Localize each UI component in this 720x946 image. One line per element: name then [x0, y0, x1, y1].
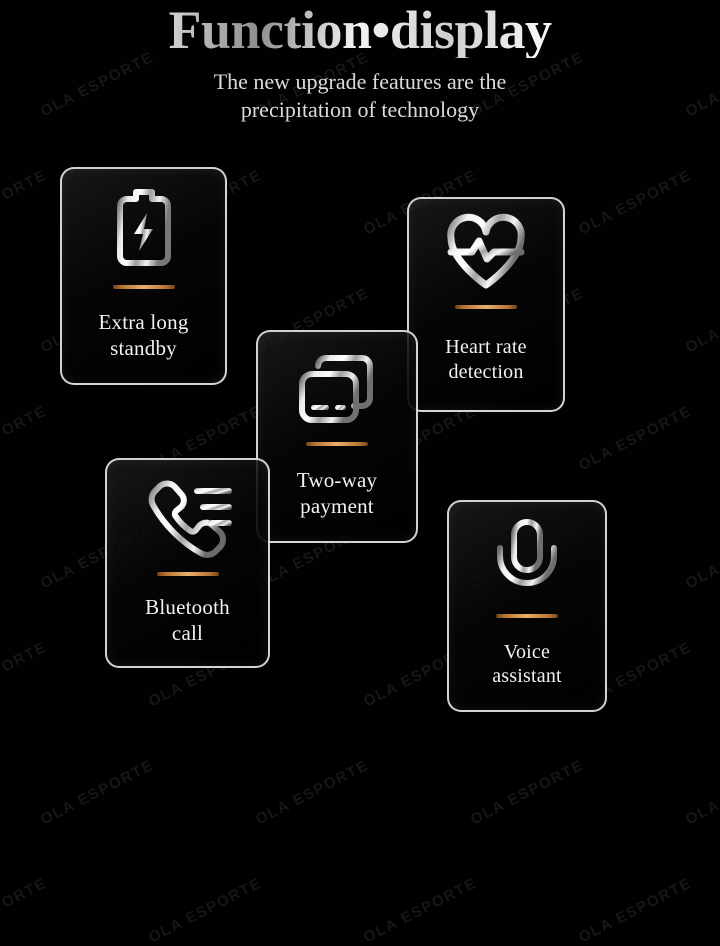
- watermark-text: OLA ESPORTE: [145, 874, 265, 946]
- page-subtitle: The new upgrade features are the precipi…: [0, 68, 720, 124]
- payment-label-line-2: payment: [300, 493, 374, 518]
- watermark-text: OLA ESPORTE: [682, 285, 720, 357]
- feature-card-standby[interactable]: Extra long standby: [60, 167, 227, 385]
- watermark-text: OLA ESPORTE: [682, 521, 720, 593]
- microphone-icon: [488, 502, 566, 602]
- feature-card-heart-rate-label: Heart rate detection: [439, 309, 532, 410]
- card-divider: [306, 442, 368, 446]
- feature-card-two-way-payment[interactable]: Two-way payment: [256, 330, 418, 543]
- feature-card-voice-assistant-label: Voice assistant: [486, 618, 568, 710]
- payment-label-line-1: Two-way: [296, 467, 378, 492]
- watermark-text: OLA ESPORTE: [575, 166, 695, 239]
- bluetooth-label-line-1: Bluetooth: [145, 595, 230, 620]
- watermark-text: OLA ESPORTE: [682, 757, 720, 829]
- watermark-text: OLA ESPORTE: [0, 402, 50, 475]
- watermark-text: OLA ESPORTE: [467, 756, 587, 829]
- voice-label-line-2: assistant: [492, 665, 562, 687]
- standby-label-line-2: standby: [110, 336, 177, 360]
- page-subtitle-line-2: precipitation of technology: [240, 97, 480, 123]
- watermark-text: OLA ESPORTE: [360, 874, 480, 946]
- card-divider: [112, 285, 175, 289]
- phone-handset-waves-icon: [140, 460, 236, 558]
- watermark-text: OLA ESPORTE: [37, 756, 157, 829]
- bluetooth-label-line-2: call: [171, 621, 204, 645]
- battery-charging-icon: [112, 169, 176, 271]
- voice-label-line-1: Voice: [503, 640, 551, 663]
- watermark-text: OLA ESPORTE: [0, 638, 50, 711]
- heart-pulse-icon: [443, 199, 529, 293]
- heartrate-label-line-1: Heart rate: [445, 336, 527, 359]
- page-title: Function•display: [0, 2, 720, 58]
- feature-card-bluetooth-call[interactable]: Bluetooth call: [105, 458, 270, 668]
- page-subtitle-line-1: The new upgrade features are the: [213, 69, 507, 95]
- watermark-text: OLA ESPORTE: [0, 166, 50, 239]
- card-divider: [156, 572, 219, 576]
- card-divider: [455, 305, 517, 309]
- watermark-text: OLA ESPORTE: [0, 874, 50, 946]
- header: Function•display The new upgrade feature…: [0, 0, 720, 124]
- two-cards-payment-icon: [294, 332, 380, 430]
- standby-label-line-1: Extra long: [98, 310, 189, 335]
- feature-card-standby-label: Extra long standby: [92, 289, 194, 383]
- feature-card-heart-rate[interactable]: Heart rate detection: [407, 197, 565, 412]
- feature-card-voice-assistant[interactable]: Voice assistant: [447, 500, 607, 712]
- watermark-text: OLA ESPORTE: [252, 756, 372, 829]
- feature-card-bluetooth-call-label: Bluetooth call: [139, 576, 236, 666]
- watermark-text: OLA ESPORTE: [575, 874, 695, 946]
- card-divider: [496, 614, 558, 618]
- watermark-text: OLA ESPORTE: [575, 402, 695, 475]
- heartrate-label-line-2: detection: [448, 360, 524, 383]
- feature-card-two-way-payment-label: Two-way payment: [291, 446, 383, 541]
